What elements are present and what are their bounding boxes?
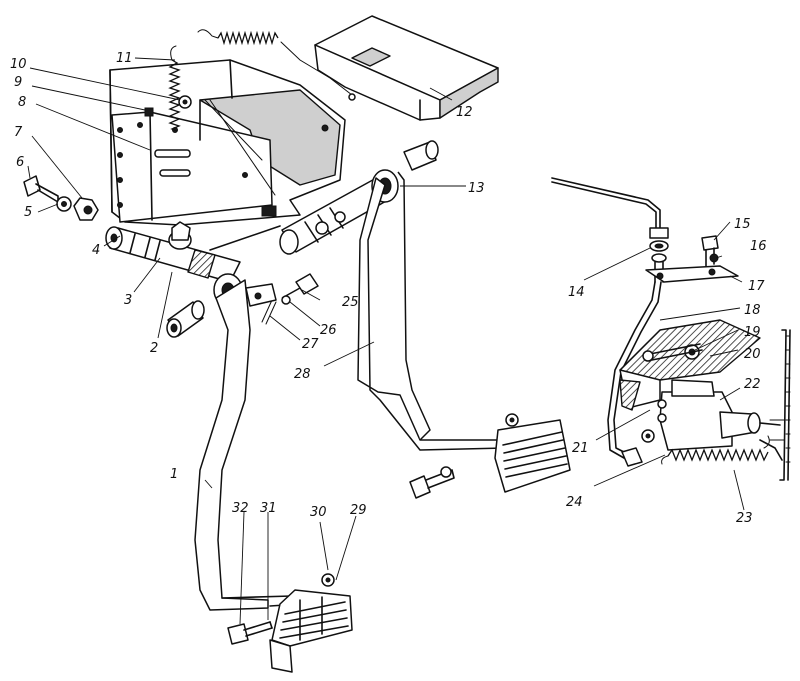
bolt-6 xyxy=(23,175,59,203)
clevis-link xyxy=(245,283,277,307)
return-spring-23 xyxy=(661,435,770,465)
nut-16 xyxy=(709,253,719,263)
callout-4: 4 xyxy=(92,243,100,258)
cotter-pin-27 xyxy=(261,299,277,325)
callout-10: 10 xyxy=(10,57,27,72)
callout-2: 2 xyxy=(150,341,158,356)
callout-32: 32 xyxy=(232,501,249,516)
washer-5 xyxy=(56,196,72,212)
callout-18: 18 xyxy=(744,303,761,318)
callout-27: 27 xyxy=(302,337,319,352)
callout-6: 6 xyxy=(16,155,24,170)
callout-12: 12 xyxy=(456,105,473,120)
return-spring-11 xyxy=(168,45,276,196)
callout-3: 3 xyxy=(124,293,132,308)
pedal-nut-30 xyxy=(321,573,335,587)
callout-16: 16 xyxy=(750,239,767,254)
callout-5: 5 xyxy=(24,205,32,220)
bracket-plate-17 xyxy=(645,265,739,283)
callout-13: 13 xyxy=(468,181,485,196)
mounting-bracket xyxy=(109,59,346,226)
callout-31: 31 xyxy=(260,501,277,516)
floor-panel xyxy=(759,329,791,481)
clutch-shaft xyxy=(105,221,281,283)
leader-lines xyxy=(27,57,745,625)
bolt-25 xyxy=(281,273,319,299)
nut-7 xyxy=(73,197,99,221)
top-spring xyxy=(197,29,356,101)
callout-15: 15 xyxy=(734,217,751,232)
mounting-bracket-20 xyxy=(619,319,761,411)
brake-rod xyxy=(551,177,661,229)
callout-8: 8 xyxy=(18,95,26,110)
callout-22: 22 xyxy=(744,377,761,392)
callout-29: 29 xyxy=(350,503,367,518)
callout-28: 28 xyxy=(294,367,311,382)
clutch-pedal-1 xyxy=(194,273,353,673)
washer-26 xyxy=(281,295,291,305)
callout-9: 9 xyxy=(14,75,22,90)
hose-fitting-14 xyxy=(649,227,669,283)
callout-30: 30 xyxy=(310,505,327,520)
callout-labels: 1 2 3 4 5 6 7 8 9 10 11 12 13 14 15 16 1… xyxy=(10,51,767,526)
callout-19: 19 xyxy=(744,325,761,340)
bushing xyxy=(166,300,205,338)
callout-23: 23 xyxy=(736,511,753,526)
callout-1: 1 xyxy=(170,467,178,482)
callout-17: 17 xyxy=(748,279,765,294)
callout-14: 14 xyxy=(568,285,585,300)
brake-shaft xyxy=(279,140,439,255)
callout-21: 21 xyxy=(572,441,589,456)
callout-20: 20 xyxy=(744,347,761,362)
master-cylinder-22 xyxy=(641,379,781,451)
callout-11: 11 xyxy=(116,51,133,66)
pedal-bolt-32 xyxy=(227,621,273,645)
callout-26: 26 xyxy=(320,323,337,338)
brake-pedal-bolt xyxy=(409,466,455,499)
bolt-19 xyxy=(642,343,703,362)
callout-24: 24 xyxy=(566,495,583,510)
brake-pedal-28 xyxy=(357,171,571,493)
callout-7: 7 xyxy=(14,125,23,140)
callout-25: 25 xyxy=(342,295,359,310)
cover-plate-12 xyxy=(314,15,499,121)
